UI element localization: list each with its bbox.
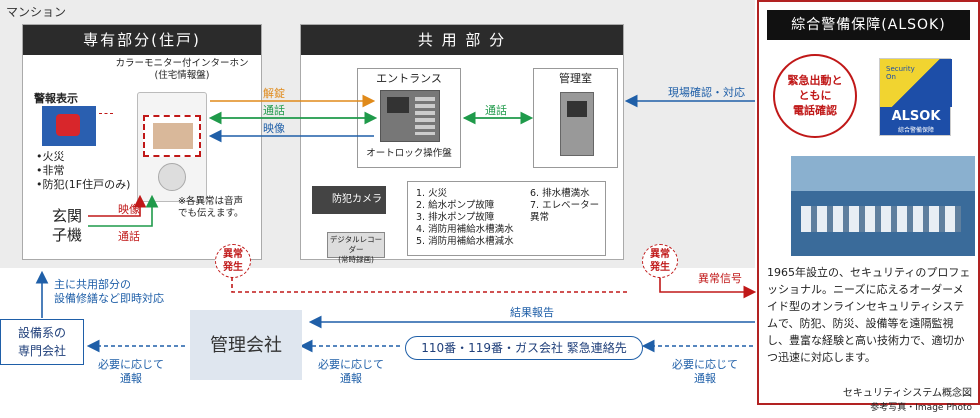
autolock-label: オートロック操作盤 (366, 148, 452, 159)
abnormal-arrow (659, 278, 757, 299)
digital-recorder: デジタルレコーダー (常時録画) (327, 232, 385, 264)
voice-note: ※各異常は音声 でも伝えます。 (178, 196, 244, 219)
alarm-connector (99, 113, 113, 114)
unlock-label: 解錠 (263, 87, 285, 100)
fault-list-left: 1. 火災 2. 給水ポンプ故障 3. 排水ポンプ故障 4. 消防用補給水槽満水… (416, 188, 514, 248)
fault-item: 5. 消防用補給水槽減水 (416, 236, 514, 247)
video-arrow-sub (88, 194, 147, 217)
call-label-common: 通話 (485, 104, 507, 117)
emergency-contacts-box: 110番・119番・ガス会社 緊急連絡先 (405, 336, 643, 360)
call-label: 通話 (263, 104, 285, 117)
alsok-title: 綜合警備保障(ALSOK) (767, 10, 970, 40)
abnormal-badge-private: 異常 発生 (215, 244, 251, 278)
fault-item: 6. 排水槽満水 (530, 188, 590, 199)
security-camera: 防犯カメラ (312, 186, 386, 214)
alarm-item: •火災 (36, 150, 65, 163)
alarm-item: •防犯(1F住戸のみ) (36, 178, 131, 191)
footer-caption: セキュリティシステム概念図 (842, 388, 972, 399)
intercom-screen (143, 115, 201, 157)
alsok-logo-sub: 綜合警備保障 (897, 127, 934, 134)
notify-label-emergency: 必要に応じて 通報 (672, 358, 738, 385)
alarm-list: •火災 •非常 •防犯(1F住戸のみ) (36, 150, 130, 192)
notify-label-specialist: 必要に応じて 通報 (98, 358, 164, 385)
result-report-label: 結果報告 (510, 306, 554, 319)
specialist-note: 主に共用部分の 設備修繕など即時対応 (54, 278, 164, 305)
manager-room-label: 管理室 (559, 72, 592, 85)
entrance-sub-unit: 玄関 子機 (52, 207, 83, 244)
alsok-logo-name: ALSOK (891, 109, 941, 124)
alarm-title: 警報表示 (34, 92, 78, 105)
footer-photo-note: 参考写真・Image Photo (870, 403, 972, 413)
alarm-display-image (42, 106, 96, 146)
alsok-logo-top: Security On (886, 65, 915, 81)
call-arrow-sub (88, 194, 159, 227)
alsok-panel: 綜合警備保障(ALSOK) 緊急出動と ともに 電話確認 Security On… (757, 0, 980, 405)
management-company-box: 管理会社 (190, 310, 302, 380)
security-camera-label: 防犯カメラ (332, 194, 382, 205)
notify-label-management: 必要に応じて 通報 (318, 358, 384, 385)
video-label: 映像 (263, 122, 285, 135)
specialist-company-box: 設備系の 専門会社 (0, 319, 84, 365)
alsok-control-room-photo (791, 156, 975, 256)
common-area-title: 共 用 部 分 (301, 25, 623, 55)
alsok-logo: Security On ALSOK 綜合警備保障 (879, 58, 952, 136)
fault-item: 2. 給水ポンプ故障 (416, 200, 495, 211)
mansion-label: マンション (6, 5, 67, 19)
private-area-title: 専有部分(住戸) (23, 25, 261, 55)
fault-list-box: 1. 火災 2. 給水ポンプ故障 3. 排水ポンプ故障 4. 消防用補給水槽満水… (407, 181, 606, 256)
alsok-description: 1965年設立の、セキュリティのプロフェッショナル。ニーズに応えるオーダーメイド… (767, 266, 971, 364)
manager-panel-image (560, 92, 594, 156)
autolock-panel-image (380, 90, 440, 142)
alarm-item: •非常 (36, 164, 65, 177)
fault-item: 1. 火災 (416, 188, 448, 199)
intercom-speaker (158, 163, 186, 191)
intercom-device (137, 92, 207, 202)
fault-item: 3. 排水ポンプ故障 (416, 212, 495, 223)
abnormal-badge-common: 異常 発生 (642, 244, 678, 278)
emergency-dispatch-badge: 緊急出動と ともに 電話確認 (773, 54, 857, 138)
abnormal-signal-label: 異常信号 (698, 272, 742, 285)
fault-item: 7. エレベーター異常 (530, 200, 600, 223)
abnormal-line-private (231, 270, 630, 293)
call-label-sub: 通話 (118, 230, 140, 243)
fault-list-right: 6. 排水槽満水 7. エレベーター異常 (530, 188, 605, 224)
intercom-caption: カラーモニター付インターホン (住宅情報盤) (115, 58, 249, 81)
fault-item: 4. 消防用補給水槽満水 (416, 224, 514, 235)
entrance-label: エントランス (376, 72, 442, 85)
site-check-label: 現場確認・対応 (668, 86, 745, 99)
